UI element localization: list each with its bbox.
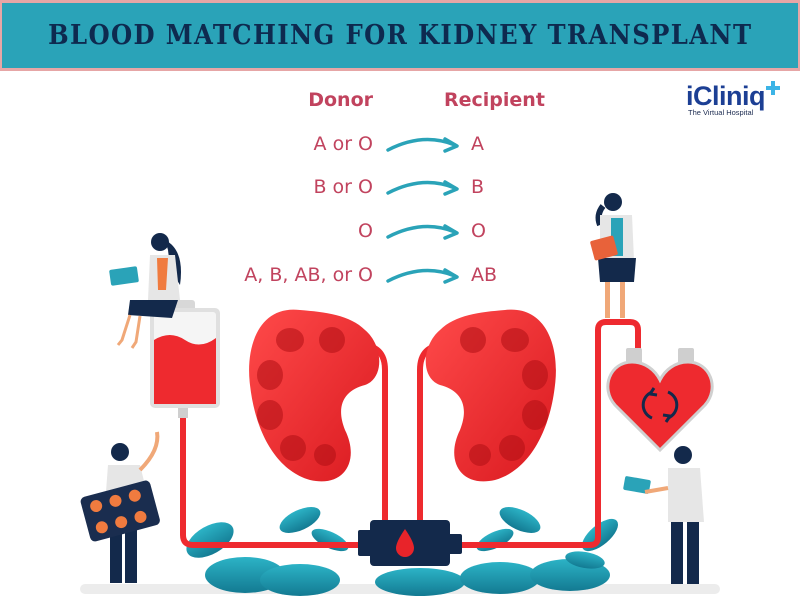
- donor-blood-type: O: [358, 220, 373, 242]
- kidney-right: [425, 309, 556, 482]
- cycle-arrows-icon: [641, 387, 679, 423]
- donor-blood-type: A, B, AB, or O: [244, 264, 373, 286]
- logo-wordmark: iCliniq: [686, 81, 766, 111]
- recipient-blood-type: AB: [471, 264, 498, 286]
- curved-arrow-icon: [386, 224, 459, 240]
- curved-arrow-icon: [386, 268, 459, 284]
- donor-header: Donor: [308, 89, 373, 111]
- plus-icon: [766, 81, 780, 95]
- donor-blood-type: B or O: [313, 176, 373, 198]
- title-banner: BLOOD MATCHING FOR KIDNEY TRANSPLANT: [0, 0, 800, 71]
- compatibility-row: O O: [0, 216, 800, 246]
- filter-device: [358, 520, 462, 566]
- recipient-blood-type: B: [471, 176, 485, 198]
- logo-tagline: The Virtual Hospital: [688, 108, 754, 117]
- page-title: BLOOD MATCHING FOR KIDNEY TRANSPLANT: [47, 20, 753, 51]
- recipient-blood-type: A: [471, 133, 484, 155]
- blood-bag: [150, 300, 220, 418]
- curved-arrow-icon: [386, 180, 459, 196]
- donor-blood-type: A or O: [313, 133, 373, 155]
- blood-drop-icon: [396, 529, 414, 557]
- recipient-blood-type: O: [471, 220, 486, 242]
- compatibility-row: A, B, AB, or O AB: [0, 260, 800, 290]
- curved-arrow-icon: [386, 137, 459, 153]
- heart-pump: [606, 348, 714, 453]
- blood-tubes: [180, 319, 641, 548]
- doctor-with-laptop-standing: [623, 446, 704, 584]
- iCliniq-logo[interactable]: iCliniq The Virtual Hospital: [682, 81, 782, 121]
- recipient-header: Recipient: [444, 89, 545, 111]
- doctor-with-laptop-sitting: [109, 233, 181, 349]
- title-banner-inner: BLOOD MATCHING FOR KIDNEY TRANSPLANT: [2, 3, 798, 68]
- kidney-left: [249, 309, 380, 482]
- doctor-with-clipboard-standing: [590, 193, 636, 318]
- compatibility-row: B or O B: [0, 172, 800, 202]
- doctor-holding-pill-blister: [80, 431, 160, 583]
- compatibility-row: A or O A: [0, 129, 800, 159]
